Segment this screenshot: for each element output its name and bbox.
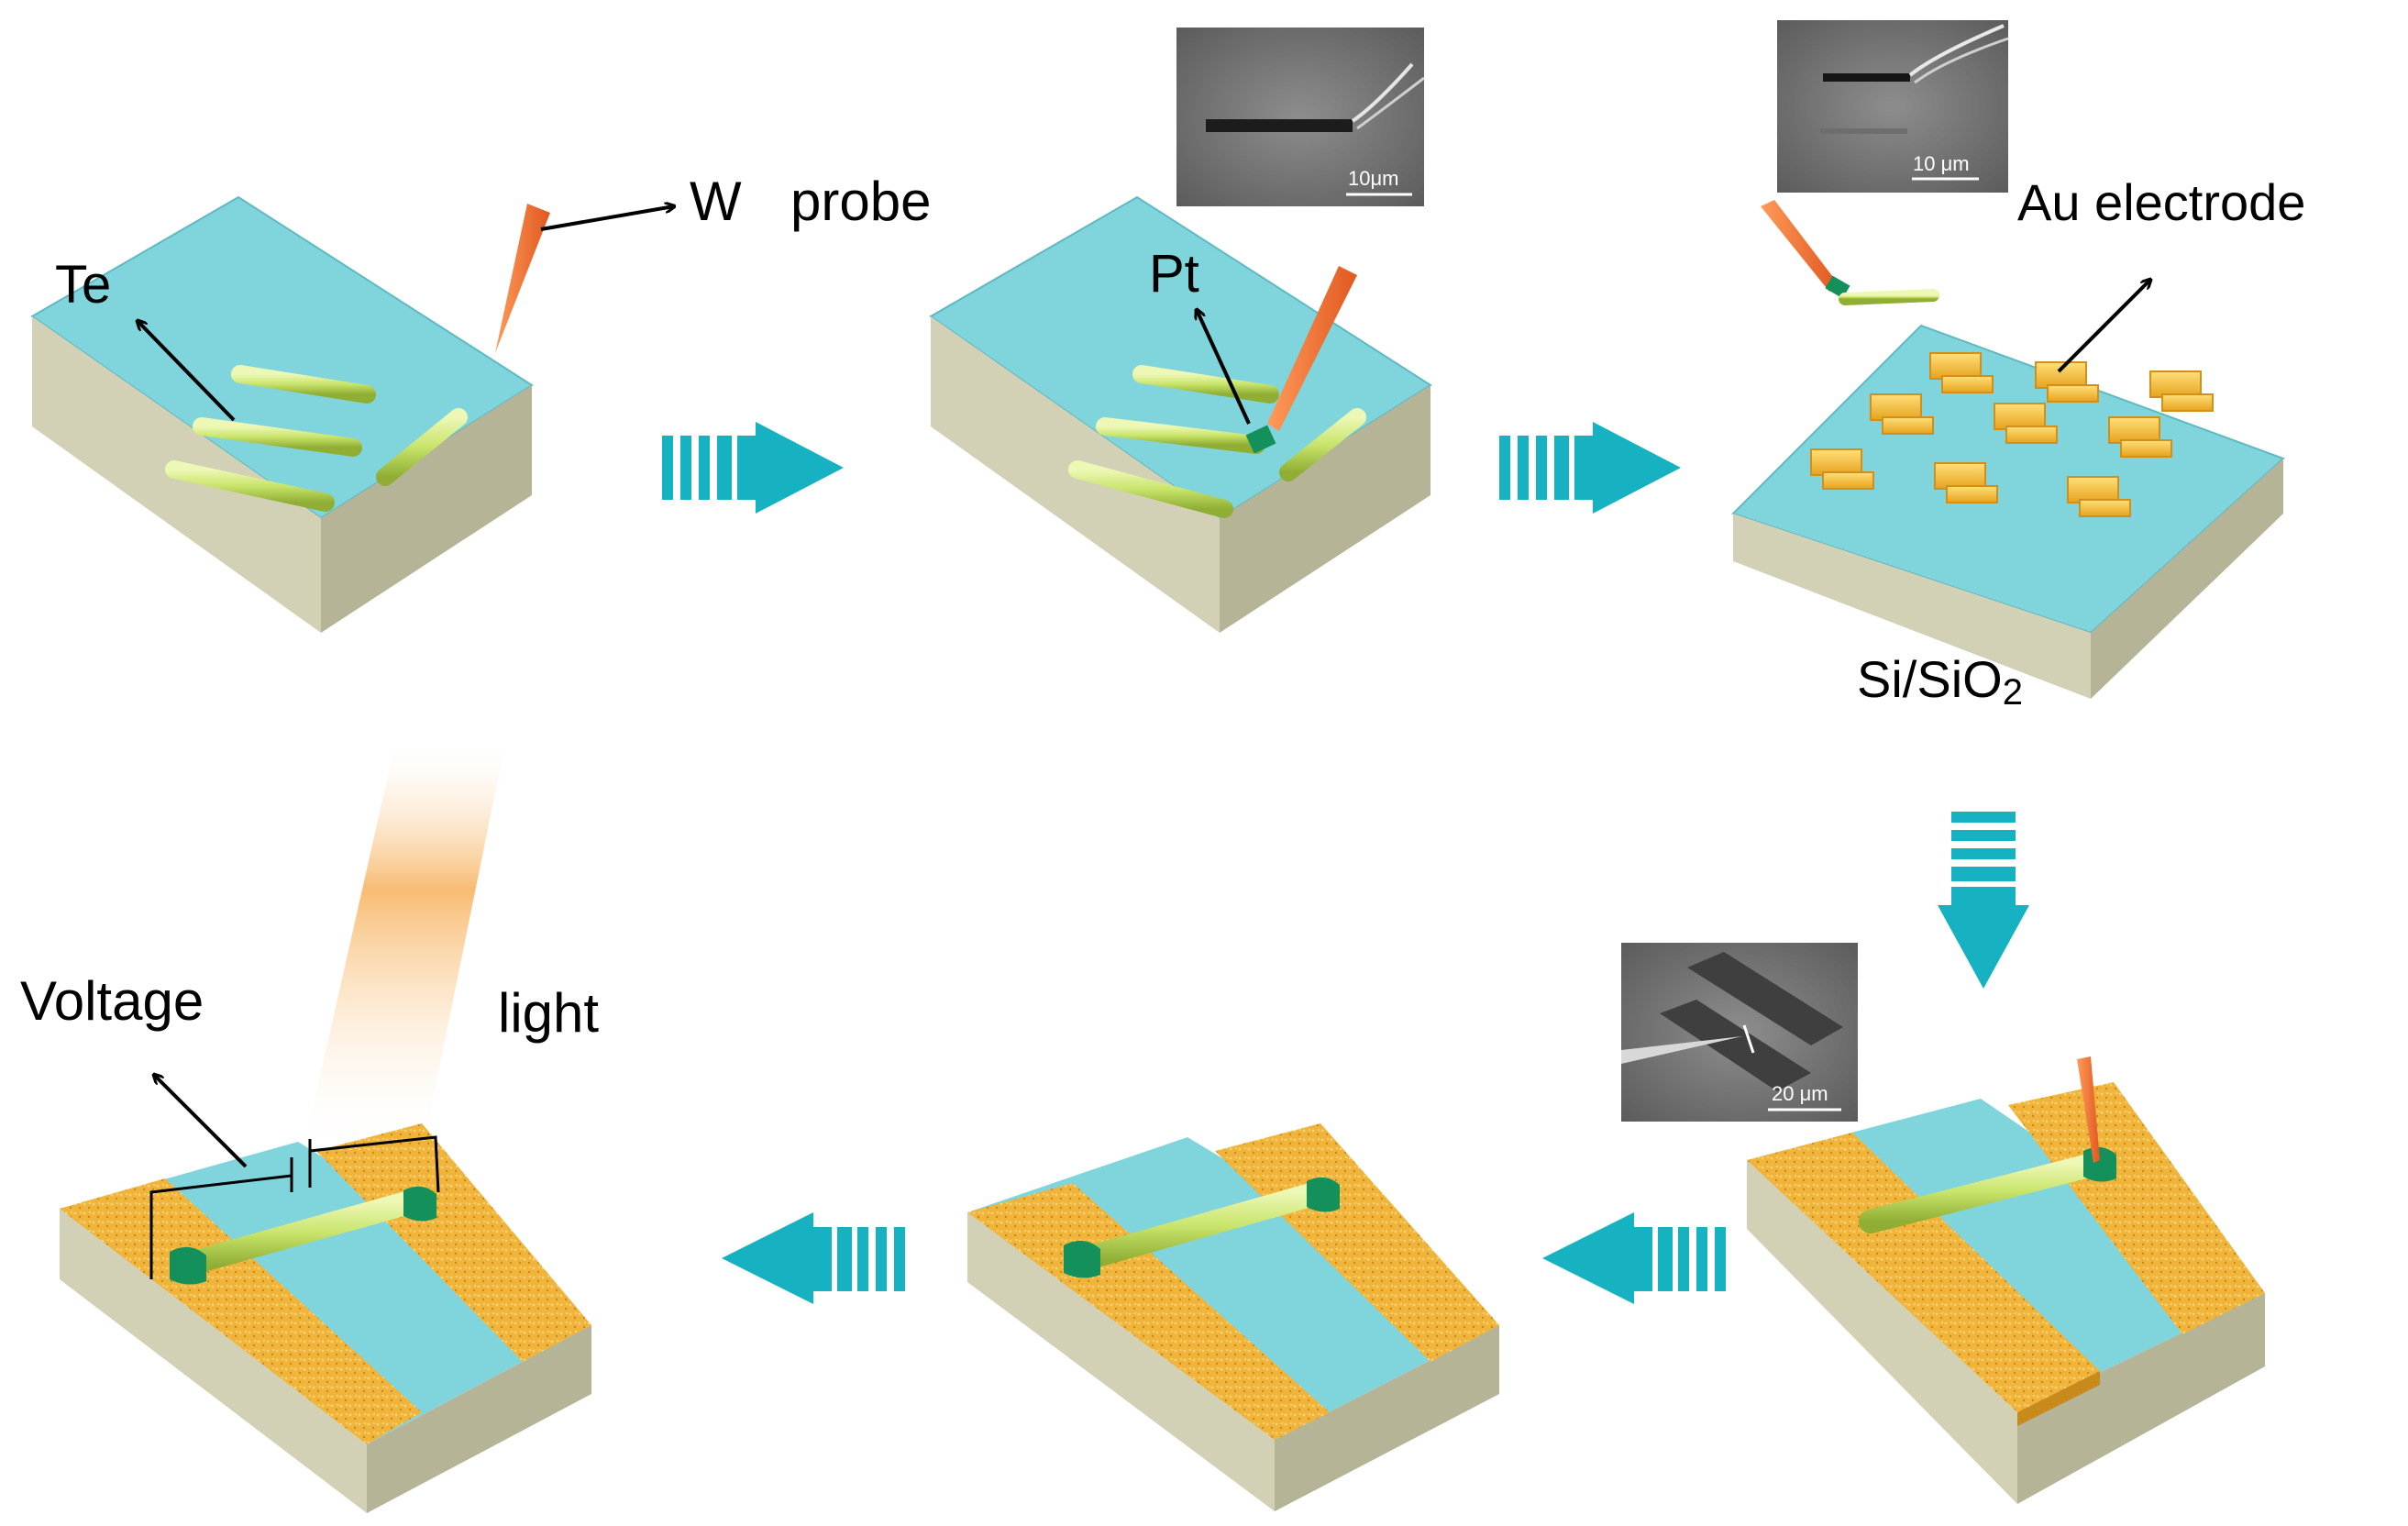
te-nanowire bbox=[1132, 365, 1279, 404]
w-probe bbox=[495, 204, 550, 353]
panel-2-pt-welding: Pt 10μm bbox=[929, 28, 1432, 633]
process-arrow-5 bbox=[722, 1212, 905, 1304]
annotation-arrow-te bbox=[138, 321, 236, 422]
sem-inset-2: 10 μm bbox=[1777, 20, 2009, 193]
substrate-side-left bbox=[1747, 1160, 2017, 1504]
substrate-side-right bbox=[2091, 459, 2283, 699]
te-nanowire bbox=[231, 365, 376, 404]
substrate-side-right bbox=[321, 385, 532, 633]
substrate-side-right bbox=[1220, 385, 1430, 633]
au-electrode-right bbox=[2008, 1082, 2265, 1334]
annotation-arrow-pt bbox=[1197, 310, 1251, 425]
au-electrode-pads bbox=[1810, 352, 2214, 517]
annotation-arrow-au bbox=[2057, 280, 2150, 373]
label-probe: probe bbox=[790, 171, 931, 232]
pt-contact bbox=[1307, 1177, 1340, 1212]
process-arrow-4 bbox=[1542, 1212, 1726, 1304]
pt-contact bbox=[2083, 1146, 2116, 1182]
pt-contact bbox=[403, 1186, 436, 1222]
au-electrode-left bbox=[1747, 1133, 2100, 1412]
te-nanowire bbox=[171, 1189, 425, 1277]
label-si-sio2: Si/SiO2 bbox=[1857, 650, 2023, 713]
substrate-side-right bbox=[367, 1325, 591, 1513]
substrate-side-left bbox=[1733, 514, 2091, 699]
pt-deposit bbox=[1245, 425, 1276, 454]
te-nanowire bbox=[193, 417, 362, 457]
sem-inset-3: 20 μm bbox=[1621, 943, 1858, 1122]
te-nanowire bbox=[1066, 1180, 1332, 1273]
pt-contact bbox=[170, 1246, 206, 1285]
label-te: Te bbox=[55, 255, 111, 315]
w-probe bbox=[1761, 200, 1839, 292]
panel-6-photodetector-measurement: Voltage light bbox=[20, 747, 599, 1513]
panel-4-nanowire-transfer-to-electrodes: 20 μm bbox=[1621, 943, 2265, 1504]
sem-scale-bar-1: 10μm bbox=[1348, 167, 1398, 190]
label-pt: Pt bbox=[1149, 244, 1199, 304]
te-nanowire bbox=[376, 408, 468, 486]
process-arrow-1 bbox=[662, 422, 844, 514]
substrate-side-right bbox=[1275, 1325, 1499, 1511]
substrate-side-right bbox=[2017, 1293, 2265, 1504]
sem-inset-1: 10μm bbox=[1176, 28, 1425, 206]
process-arrow-2 bbox=[1499, 422, 1681, 514]
au-electrode-left-edge bbox=[2017, 1371, 2100, 1426]
w-probe bbox=[2077, 1056, 2100, 1163]
panel-3-au-electrode-array: Au electrode Si/SiO2 10 μm bbox=[1731, 20, 2305, 713]
w-probe bbox=[1267, 266, 1357, 431]
panel-1-te-nanowires-on-substrate: Te W probe bbox=[30, 171, 931, 633]
annotation-arrow-voltage bbox=[154, 1075, 248, 1168]
process-arrow-3 bbox=[1938, 812, 2029, 989]
pt-contact bbox=[1064, 1240, 1100, 1278]
light-beam bbox=[303, 747, 504, 1154]
panel-5-pt-welded-device bbox=[967, 1123, 1499, 1511]
te-nanowire bbox=[1068, 460, 1233, 518]
te-nanowire-picked bbox=[1839, 289, 1939, 305]
label-voltage: Voltage bbox=[20, 970, 204, 1032]
substrate-side-left bbox=[967, 1212, 1275, 1511]
te-nanowire bbox=[1279, 408, 1366, 481]
au-electrode-right bbox=[316, 1123, 591, 1362]
au-electrode-left bbox=[967, 1183, 1330, 1440]
annotation-arrow-w-probe bbox=[540, 206, 674, 231]
voltage-circuit-wire bbox=[309, 1135, 440, 1193]
sem-scale-bar-2: 10 μm bbox=[1913, 152, 1970, 175]
label-au-electrode: Au electrode bbox=[2017, 173, 2305, 231]
te-nanowire bbox=[1096, 417, 1265, 454]
label-light: light bbox=[498, 982, 599, 1044]
au-electrode-right bbox=[1215, 1123, 1499, 1362]
te-nanowire bbox=[165, 460, 335, 512]
substrate-side-left bbox=[60, 1209, 367, 1513]
label-w: W bbox=[690, 171, 742, 232]
te-nanowire bbox=[1859, 1151, 2112, 1233]
voltage-circuit-wire bbox=[149, 1174, 293, 1279]
sem-scale-bar-3: 20 μm bbox=[1772, 1082, 1828, 1105]
